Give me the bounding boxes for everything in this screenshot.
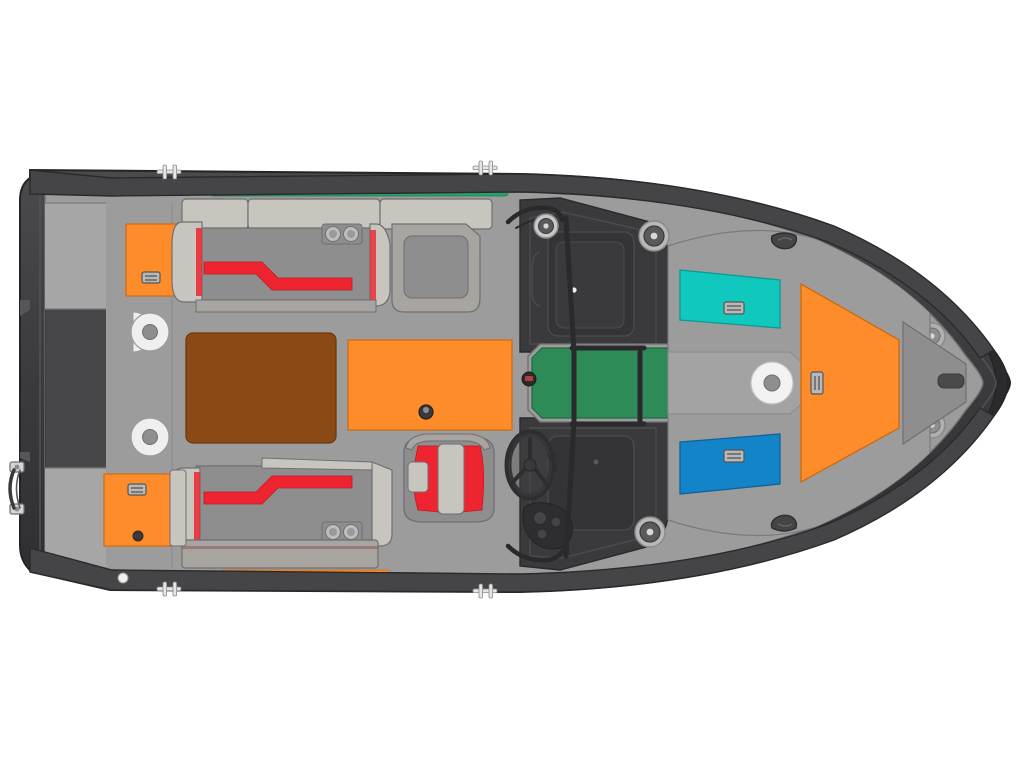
cup-holder-bank-port[interactable] [321, 223, 363, 245]
latch-teal-hatch[interactable] [723, 301, 745, 315]
stern-storage-hatch-starboard[interactable] [103, 473, 173, 547]
latch-orange-stern-port[interactable] [141, 271, 161, 284]
floor-hatch-orange[interactable] [347, 339, 513, 431]
cleat-port-aft[interactable] [472, 160, 498, 176]
throttle-cluster[interactable] [522, 502, 573, 550]
bow-casting-deck[interactable] [800, 282, 900, 484]
cleat-starboard-forward[interactable] [156, 581, 182, 597]
cleat-starboard-aft[interactable] [472, 583, 498, 599]
latch-blue-hatch[interactable] [723, 449, 745, 463]
transom-handle[interactable] [8, 461, 25, 515]
bow-nose-plate [902, 320, 967, 446]
windshield-frame [505, 205, 647, 563]
gunwale-cap-starboard [29, 407, 996, 593]
starboard-bench-seat[interactable] [169, 457, 393, 569]
grab-handle-port[interactable] [770, 232, 798, 250]
floor-hatch-brown[interactable] [185, 332, 337, 444]
grab-handle-starboard[interactable] [770, 514, 798, 532]
drain-plug-stern [117, 572, 129, 584]
deck-plate-center-bow[interactable] [750, 361, 794, 405]
speaker-starboard-console [634, 516, 666, 548]
transom-step [20, 300, 30, 462]
gunwale-cap-port [29, 169, 996, 359]
latch-orange-stern-starboard[interactable] [127, 483, 147, 496]
cup-holder-bank-starboard[interactable] [321, 521, 363, 543]
deck-plate-port-aft[interactable] [130, 311, 170, 353]
speaker-bow-port [533, 213, 559, 239]
steering-wheel[interactable] [504, 429, 558, 501]
helm-seat[interactable] [403, 433, 495, 523]
windshield-label: Windshield Frame [4, 143, 133, 160]
cleat-port-forward[interactable] [156, 164, 182, 180]
latch-bow-panel[interactable] [810, 371, 824, 395]
livewell-latch[interactable] [521, 371, 537, 387]
port-bench-seat[interactable] [171, 198, 493, 313]
bow-storage-hatch-starboard[interactable] [679, 433, 781, 495]
bow-storage-hatch-port[interactable] [679, 269, 781, 329]
speaker-port-console [638, 220, 670, 252]
deck-plate-port-mid[interactable] [130, 417, 170, 457]
